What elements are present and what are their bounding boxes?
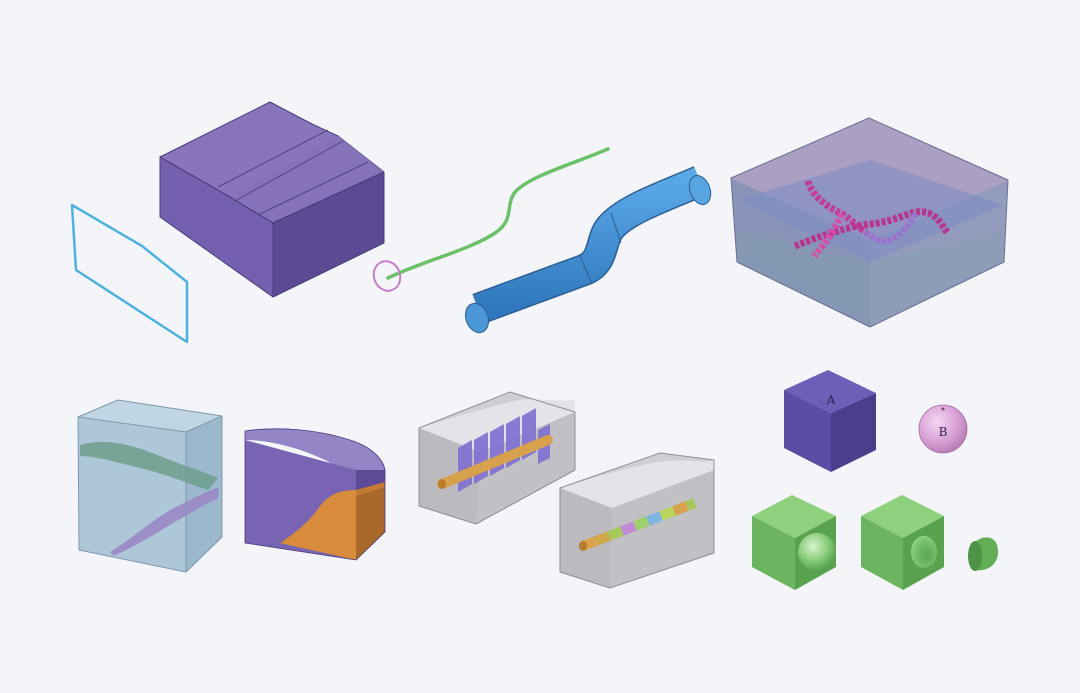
cube-with-cavity-icon — [861, 495, 944, 590]
transparent-box-with-tunnel-icon — [730, 117, 1009, 328]
hemisphere-icon — [968, 537, 998, 571]
sphere-b-icon: B — [918, 404, 968, 454]
cube-with-sphere-icon — [752, 495, 836, 590]
cube-label: A — [826, 393, 836, 407]
box-with-fins-icon — [418, 391, 576, 525]
two-layer-solid-icon — [244, 428, 386, 561]
swept-pipe-icon — [464, 166, 712, 334]
box-with-segmented-rod-icon — [559, 452, 715, 589]
cube-a-icon: A — [784, 370, 876, 472]
sphere-label: B — [939, 425, 948, 439]
boundary-outline-icon — [70, 203, 189, 344]
layered-box-icon — [77, 399, 223, 573]
sweep-path-icon — [372, 147, 610, 292]
extruded-block-icon — [159, 101, 385, 298]
